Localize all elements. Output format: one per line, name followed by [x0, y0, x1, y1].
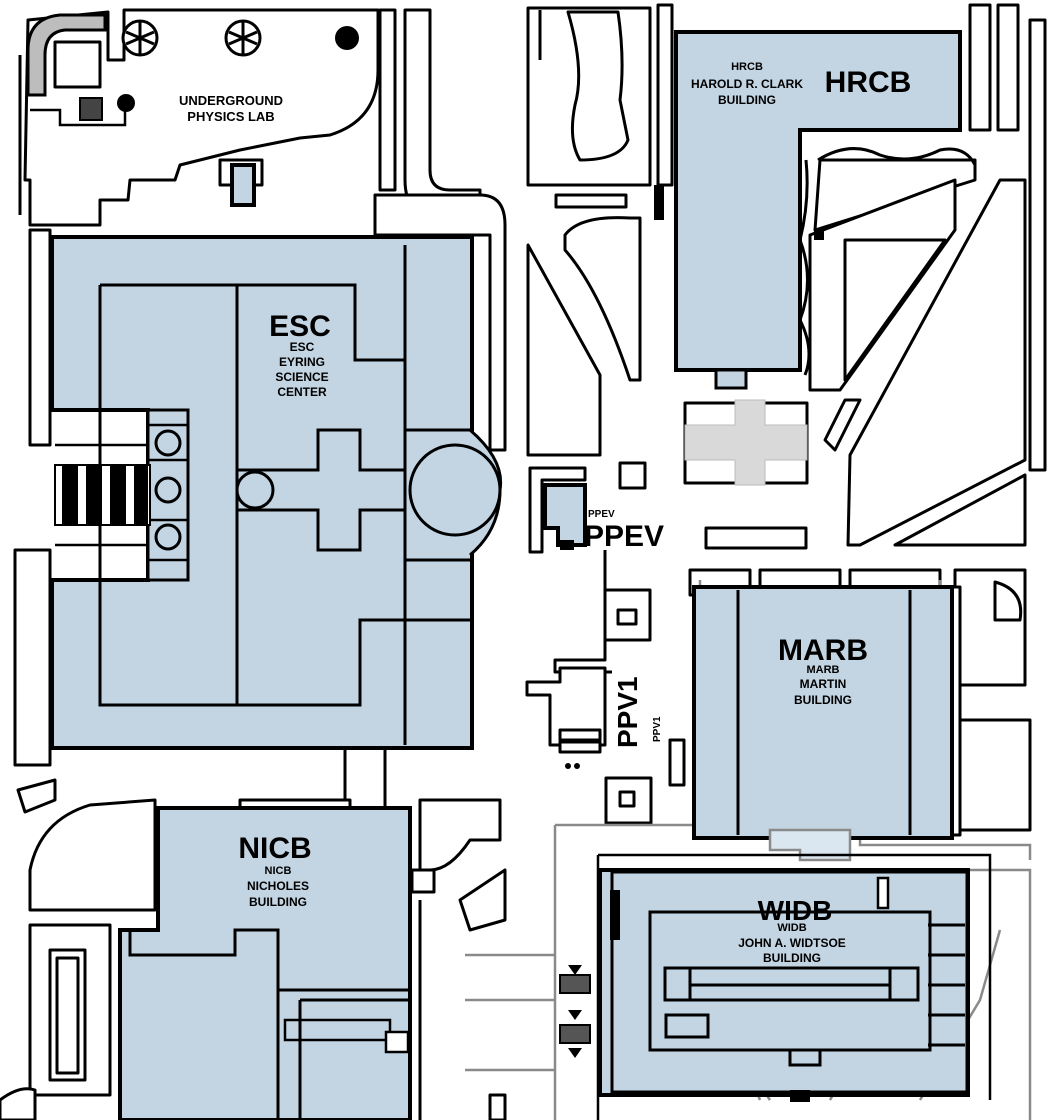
- s-post: [488, 1093, 507, 1120]
- ppv1-box-inner: [618, 790, 636, 808]
- widb-steps: [559, 965, 591, 1058]
- building-marb[interactable]: [692, 585, 954, 862]
- widb-name1: JOHN A. WIDTSOE: [738, 936, 846, 950]
- hrcb-name2: BUILDING: [718, 93, 776, 107]
- nicb-small-code: NICB: [265, 865, 292, 877]
- building-widb[interactable]: [596, 853, 992, 1120]
- ppv1-code: PPV1: [612, 676, 643, 748]
- diag-small: [823, 398, 862, 452]
- marb-east-lower: [953, 718, 1032, 832]
- diag-corner: [893, 473, 1027, 547]
- ppv1-dot: [574, 763, 580, 769]
- label-marb: MARB MARB MARTIN BUILDING: [778, 634, 868, 707]
- building-ppev[interactable]: [543, 483, 587, 550]
- hrcb-code: HRCB: [825, 66, 912, 99]
- nicb-door: [410, 868, 436, 894]
- diag-lawn: [843, 238, 947, 382]
- upl-line2: PHYSICS LAB: [187, 109, 274, 124]
- ppv1-dot: [565, 763, 571, 769]
- label-widb: WIDB WIDB JOHN A. WIDTSOE BUILDING: [738, 895, 846, 965]
- left-curb: [16, 778, 57, 814]
- tree-icon: [335, 26, 359, 50]
- central-bench: [554, 193, 628, 209]
- building-hrcb[interactable]: [654, 30, 977, 390]
- label-esc: ESC ESC EYRING SCIENCE CENTER: [269, 310, 331, 399]
- physics-lab-grounds: [23, 8, 380, 227]
- left-lower-strip: [13, 548, 52, 767]
- building-esc[interactable]: [50, 235, 503, 750]
- hrcb-name1: HAROLD R. CLARK: [691, 77, 803, 91]
- esc-name1: EYRING: [279, 355, 325, 369]
- east-edge-strip: [1028, 18, 1047, 472]
- tree-icon: [224, 19, 262, 57]
- label-upl: UNDERGROUND PHYSICS LAB: [179, 93, 283, 124]
- nicb-west-lawn: [28, 798, 157, 912]
- hrcb-small-code: HRCB: [731, 61, 763, 73]
- ppv1-bench-a: [558, 728, 602, 742]
- marb-name1: MARTIN: [800, 677, 847, 691]
- ppev-frame: [528, 466, 587, 554]
- upl-line1: UNDERGROUND: [179, 93, 283, 108]
- tree-icon: [121, 19, 159, 57]
- hrcb-east-strip: [968, 3, 992, 132]
- nicb-name1: NICHOLES: [247, 879, 309, 893]
- label-ppv1: PPV1 PPV1: [612, 676, 663, 748]
- building-nicb[interactable]: [118, 806, 412, 1120]
- esc-small-code: ESC: [290, 340, 315, 354]
- widb-small-code: WIDB: [777, 922, 806, 934]
- small-kiosk: [618, 461, 647, 490]
- marb-name2: BUILDING: [794, 693, 852, 707]
- central-triangle-lawn: [526, 243, 602, 457]
- lab-east-curve: [403, 8, 482, 222]
- stair-building: [230, 163, 256, 207]
- ppv1-bench-b: [558, 740, 602, 754]
- central-lawn: [566, 10, 630, 162]
- far-east-strip: [996, 3, 1020, 132]
- sw-corner: [0, 1087, 37, 1120]
- lab-east-strip: [378, 8, 397, 192]
- ppev-small-code: PPEV: [588, 509, 615, 520]
- lab-box: [53, 40, 102, 89]
- marb-east-block: [953, 568, 1027, 687]
- marb-code: MARB: [778, 634, 868, 667]
- lab-path-line: [30, 103, 127, 127]
- esc-name2: SCIENCE: [275, 370, 328, 384]
- plaza-bench: [704, 526, 808, 550]
- grey-curb: [26, 13, 107, 97]
- label-hrcb: HRCB HAROLD R. CLARK BUILDING HRCB: [691, 61, 911, 107]
- ppev-code: PPEV: [584, 520, 664, 553]
- nicb-west-inner2: [55, 956, 80, 1075]
- marb-east-curve: [993, 580, 1023, 622]
- ppev-walk: [553, 550, 612, 674]
- esc-name3: CENTER: [277, 385, 327, 399]
- esc-code: ESC: [269, 310, 331, 343]
- lab-vent: [79, 97, 103, 121]
- hrcb-west-strip: [656, 3, 674, 187]
- nicb-ramp: [458, 868, 507, 932]
- label-nicb: NICB NICB NICHOLES BUILDING: [238, 832, 311, 909]
- diag-walk-b: [846, 178, 1027, 547]
- hrcb-court-wave: [813, 158, 977, 232]
- esc-north-walk: [373, 193, 507, 452]
- ppev-box-inner: [616, 608, 638, 626]
- nicb-code: NICB: [238, 832, 311, 865]
- ppv1-rack: [668, 738, 686, 787]
- ppv1-small-code: PPV1: [652, 716, 663, 742]
- nicb-name2: BUILDING: [249, 895, 307, 909]
- ppv1-frame: [525, 666, 607, 747]
- left-walk-strip: [28, 228, 52, 447]
- plaza-cross: [684, 399, 808, 486]
- marb-small-code: MARB: [807, 664, 840, 676]
- nicb-east-lawn: [418, 798, 502, 872]
- central-curve-lawn: [563, 216, 642, 382]
- label-ppev: PPEV PPEV: [584, 509, 664, 553]
- widb-name2: BUILDING: [763, 951, 821, 965]
- widb-code: WIDB: [758, 895, 833, 926]
